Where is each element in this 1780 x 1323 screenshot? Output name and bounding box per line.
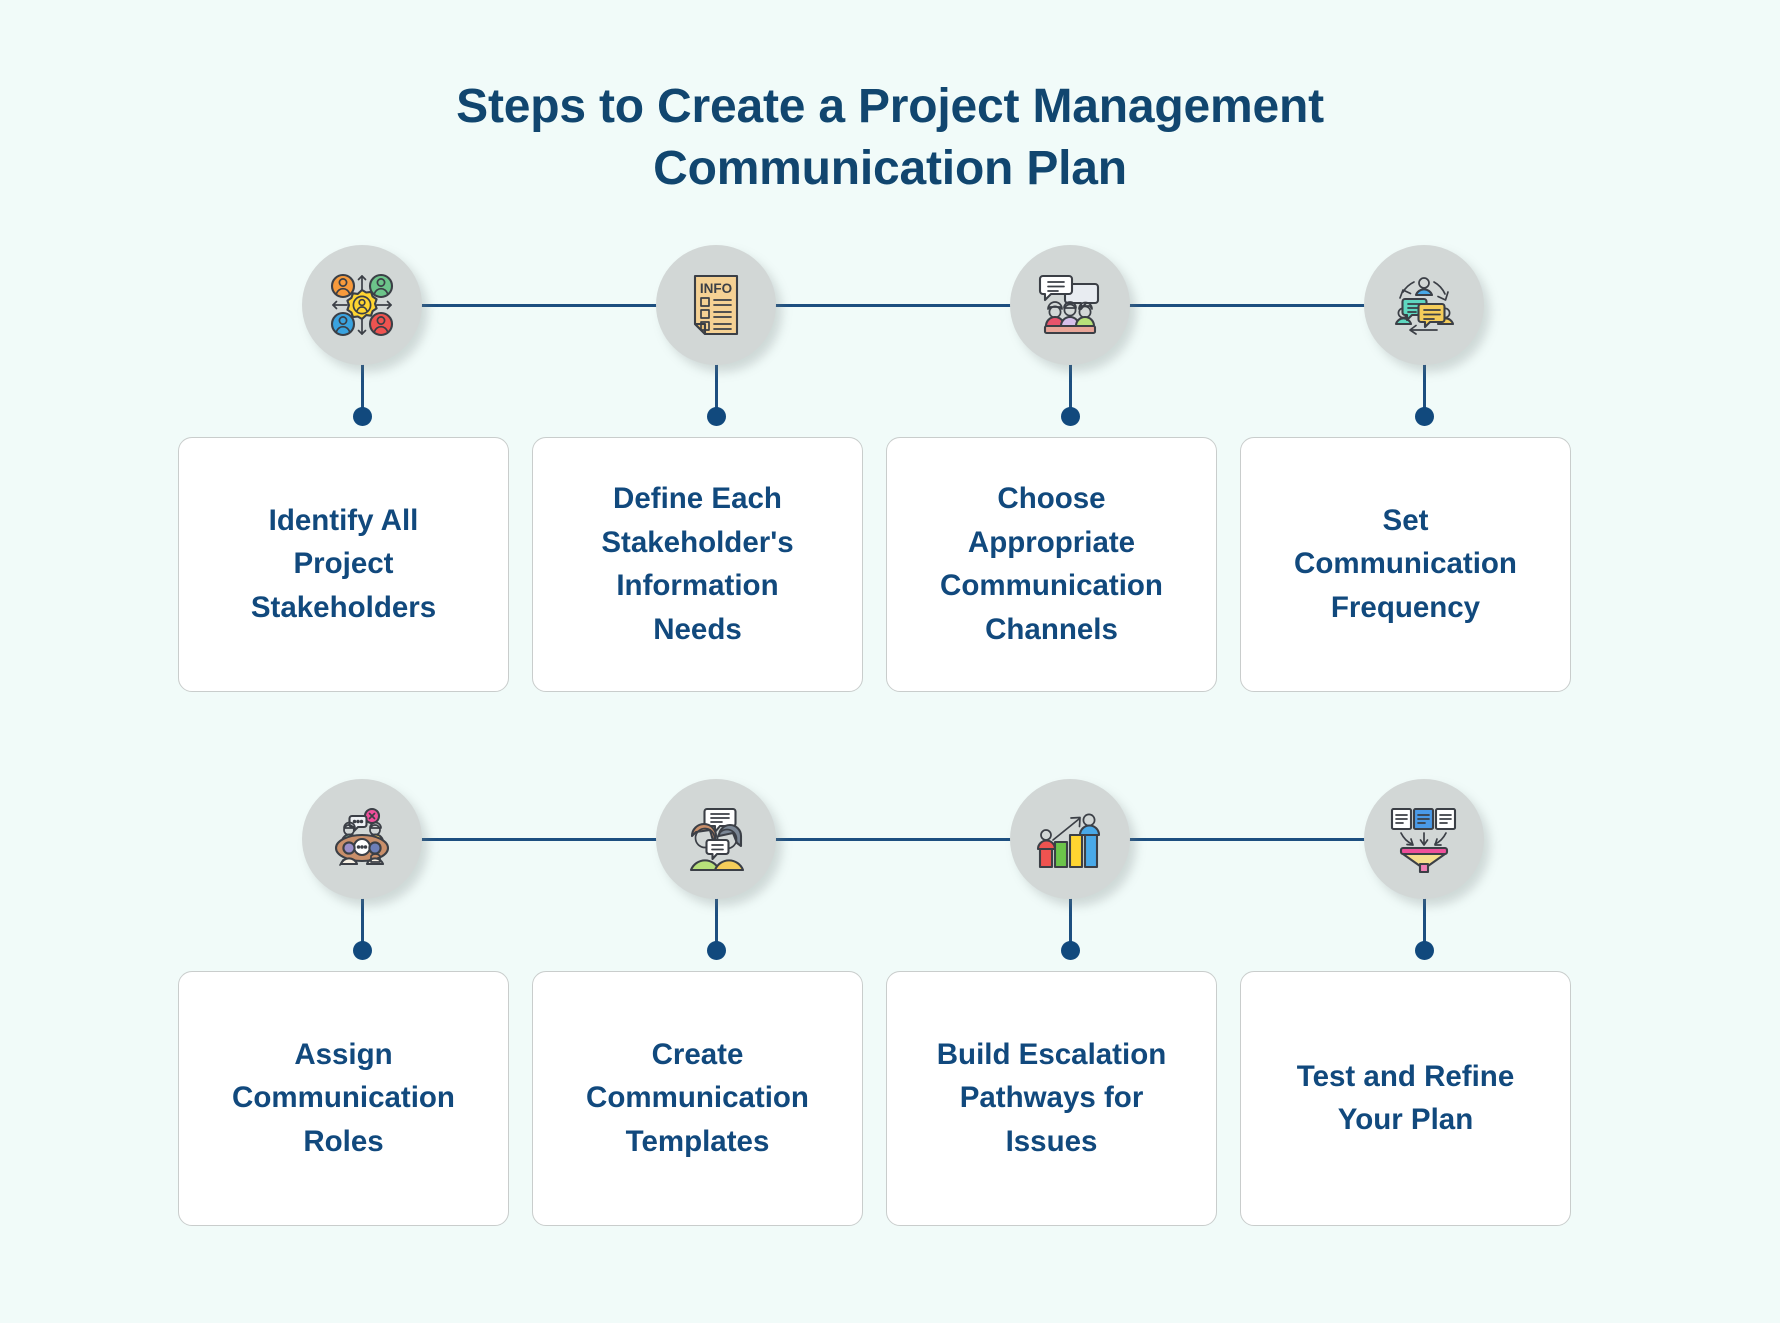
step-node-3[interactable] xyxy=(1010,244,1130,426)
label-line: Appropriate xyxy=(967,525,1136,559)
process-flow-diagram: INFO xyxy=(0,244,1780,1279)
label-line: Assign xyxy=(294,1037,393,1071)
step-card-4[interactable]: Set Communication Frequency xyxy=(1240,436,1571,692)
label-line: Templates xyxy=(625,1125,770,1159)
label-line: Needs xyxy=(653,612,742,646)
vertical-connector-8 xyxy=(1423,894,1426,949)
vertical-connector-1 xyxy=(361,360,364,415)
vertical-connector-3 xyxy=(1069,360,1072,415)
connector-dot-8 xyxy=(1415,940,1434,960)
label-line: Your Plan xyxy=(1337,1103,1474,1137)
label-line: Choose xyxy=(997,481,1106,515)
page-title: Steps to Create a Project Management Com… xyxy=(310,76,1470,201)
step-card-3-label: Choose Appropriate Communication Channel… xyxy=(940,477,1163,652)
step-node-4[interactable] xyxy=(1364,244,1484,426)
step-card-5-label: Assign Communication Roles xyxy=(232,1033,455,1164)
horizontal-connector-line-2 xyxy=(362,837,1418,841)
label-line: Channels xyxy=(985,612,1118,646)
step-card-6[interactable]: Create Communication Templates xyxy=(532,970,863,1226)
label-line: Identify All xyxy=(268,503,419,537)
vertical-connector-6 xyxy=(715,894,718,949)
label-line: Communication xyxy=(940,569,1163,603)
step-card-1[interactable]: Identify All Project Stakeholders xyxy=(178,436,509,692)
card-row-1: Identify All Project Stakeholders Define… xyxy=(178,436,1602,692)
label-line: Frequency xyxy=(1330,591,1481,625)
step-card-1-label: Identify All Project Stakeholders xyxy=(251,499,436,630)
step-card-6-label: Create Communication Templates xyxy=(586,1033,809,1164)
process-row-1: INFO xyxy=(178,244,1602,745)
step-card-2-label: Define Each Stakeholder's Information Ne… xyxy=(601,477,793,652)
step-node-2[interactable]: INFO xyxy=(656,244,776,426)
connector-dot-1 xyxy=(353,406,372,426)
step-card-4-label: Set Communication Frequency xyxy=(1294,499,1517,630)
connector-dot-2 xyxy=(707,406,726,426)
label-line: Stakeholders xyxy=(250,591,437,625)
step-card-7[interactable]: Build Escalation Pathways for Issues xyxy=(886,970,1217,1226)
label-line: Stakeholder's xyxy=(601,525,794,559)
label-line: Define Each xyxy=(613,481,782,515)
vertical-connector-2 xyxy=(715,360,718,415)
connector-dot-6 xyxy=(707,940,726,960)
connector-dot-7 xyxy=(1061,940,1080,960)
label-line: Communication xyxy=(586,1081,809,1115)
svg-text:INFO: INFO xyxy=(700,281,732,296)
label-line: Project xyxy=(293,547,394,581)
escalation-bar-chart-icon xyxy=(1010,778,1130,899)
page-title-line-1: Steps to Create a Project Management xyxy=(456,80,1324,133)
document-funnel-icon xyxy=(1364,778,1484,899)
team-meeting-chat-icon xyxy=(1010,244,1130,365)
step-card-2[interactable]: Define Each Stakeholder's Information Ne… xyxy=(532,436,863,692)
step-card-8-label: Test and Refine Your Plan xyxy=(1297,1055,1514,1142)
info-document-icon: INFO xyxy=(656,244,776,365)
label-line: Build Escalation xyxy=(936,1037,1167,1071)
icon-rail-1: INFO xyxy=(178,244,1602,426)
step-node-6[interactable] xyxy=(656,778,776,960)
communication-cycle-icon xyxy=(1364,244,1484,365)
connector-dot-4 xyxy=(1415,406,1434,426)
vertical-connector-5 xyxy=(361,894,364,949)
connector-dot-3 xyxy=(1061,406,1080,426)
step-node-8[interactable] xyxy=(1364,778,1484,960)
step-node-7[interactable] xyxy=(1010,778,1130,960)
step-card-7-label: Build Escalation Pathways for Issues xyxy=(937,1033,1167,1164)
step-card-5[interactable]: Assign Communication Roles xyxy=(178,970,509,1226)
process-row-2: Assign Communication Roles Create Commun… xyxy=(178,778,1602,1279)
label-line: Set xyxy=(1382,503,1429,537)
horizontal-connector-line-1 xyxy=(362,303,1418,307)
stakeholder-network-icon xyxy=(302,244,422,365)
label-line: Roles xyxy=(303,1125,384,1159)
label-line: Information xyxy=(616,569,779,603)
card-row-2: Assign Communication Roles Create Commun… xyxy=(178,970,1602,1226)
label-line: Communication xyxy=(232,1081,455,1115)
round-table-meeting-icon xyxy=(302,778,422,899)
step-card-8[interactable]: Test and Refine Your Plan xyxy=(1240,970,1571,1226)
label-line: Issues xyxy=(1005,1125,1098,1159)
connector-dot-5 xyxy=(353,940,372,960)
label-line: Create xyxy=(651,1037,744,1071)
header: Steps to Create a Project Management Com… xyxy=(0,0,1780,201)
vertical-connector-7 xyxy=(1069,894,1072,949)
step-node-1[interactable] xyxy=(302,244,422,426)
vertical-connector-4 xyxy=(1423,360,1426,415)
label-line: Communication xyxy=(1294,547,1517,581)
page-title-line-2: Communication Plan xyxy=(653,142,1127,196)
two-people-conversation-icon xyxy=(656,778,776,899)
step-node-5[interactable] xyxy=(302,778,422,960)
step-card-3[interactable]: Choose Appropriate Communication Channel… xyxy=(886,436,1217,692)
label-line: Test and Refine xyxy=(1296,1059,1515,1093)
icon-rail-2 xyxy=(178,778,1602,960)
label-line: Pathways for xyxy=(959,1081,1144,1115)
